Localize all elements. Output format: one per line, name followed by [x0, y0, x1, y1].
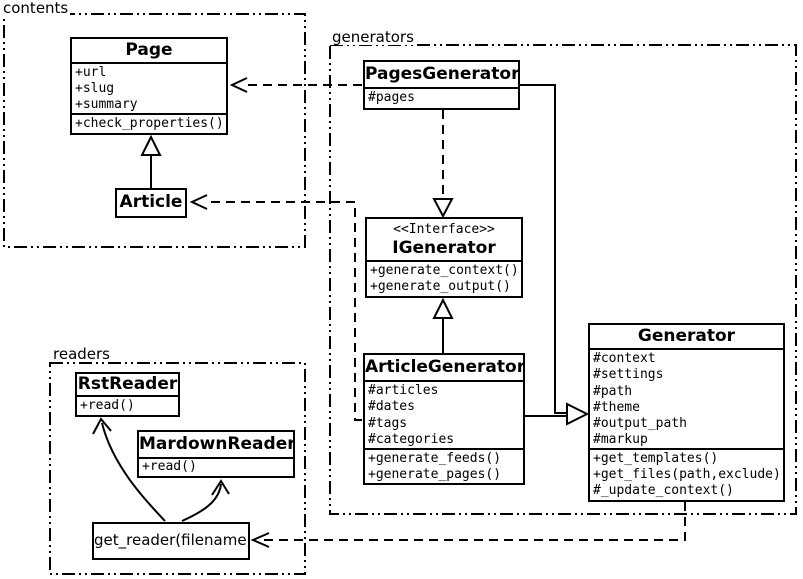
package-contents-border [3, 13, 306, 248]
function-get-reader: get_reader(filename) [92, 522, 250, 560]
package-label-readers: readers [51, 345, 112, 363]
attribute: #settings [593, 367, 664, 383]
attribute: +summary [75, 97, 138, 113]
class-article: Article [115, 188, 187, 218]
attribute: #pages [368, 90, 415, 105]
class-igenerator-name: IGenerator [392, 238, 496, 258]
class-rstreader-name: RstReader [77, 374, 178, 397]
class-articlegenerator-name: ArticleGenerator [365, 355, 523, 382]
class-generator-name: Generator [590, 325, 783, 350]
class-page: Page +url +slug +summary +check_properti… [70, 37, 228, 135]
class-igenerator-header: <<Interface>> IGenerator [367, 219, 521, 262]
edge-generators-extend-generator [520, 84, 590, 426]
class-page-methods: +check_properties() [72, 115, 226, 133]
class-articlegenerator: ArticleGenerator #articles #dates #tags … [363, 353, 525, 485]
class-pagesgenerator: PagesGenerator #pages [363, 60, 520, 110]
class-generator: Generator #context #settings #path #them… [588, 323, 785, 502]
edge-articlegenerator-extends-igenerator [432, 297, 454, 353]
attribute: #path [593, 383, 633, 399]
open-arrowhead [92, 417, 112, 435]
method: +generate_pages() [368, 466, 502, 482]
hollow-triangle-arrowhead [140, 134, 162, 156]
class-igenerator: <<Interface>> IGenerator +generate_conte… [365, 217, 523, 298]
attribute: #categories [368, 432, 455, 448]
method: +get_files(path,exclude) [593, 467, 781, 482]
edge-getreader-to-rstreader [92, 417, 166, 522]
attribute: +url [75, 65, 107, 80]
class-pagesgenerator-attributes: #pages [365, 89, 518, 108]
edge-pagesgenerator-realizes-igenerator [432, 110, 454, 219]
function-get-reader-label: get_reader(filename) [94, 531, 248, 549]
method: +generate_feeds() [368, 451, 502, 466]
class-mardownreader: MardownReader +read() [137, 430, 295, 478]
package-label-generators: generators [330, 28, 416, 46]
method: +read() [142, 459, 197, 474]
class-mardownreader-methods: +read() [139, 459, 293, 476]
class-rstreader: RstReader +read() [75, 372, 180, 417]
class-page-name: Page [72, 39, 226, 64]
method: +get_templates() [593, 451, 719, 466]
package-readers-border [49, 362, 306, 575]
edge-generator-depends-getreader [250, 502, 686, 548]
class-rstreader-methods: +read() [77, 397, 178, 415]
class-mardownreader-name: MardownReader [139, 432, 293, 459]
hollow-triangle-arrowhead [432, 198, 454, 219]
package-label-contents: contents [1, 0, 71, 17]
attribute: #articles [368, 383, 439, 398]
attribute: #output_path [593, 416, 687, 432]
class-igenerator-methods: +generate_context() +generate_output() [367, 262, 521, 296]
edge-article-extends-page [140, 134, 162, 188]
method: +check_properties() [75, 116, 224, 131]
open-arrowhead [229, 77, 248, 93]
class-igenerator-stereotype: <<Interface>> [393, 222, 495, 237]
class-article-name: Article [119, 192, 183, 212]
open-arrowhead [189, 194, 208, 210]
method: +generate_output() [370, 278, 511, 294]
class-generator-attributes: #context #settings #path #theme #output_… [590, 350, 783, 450]
package-generators-border [329, 44, 797, 515]
class-pagesgenerator-name: PagesGenerator [365, 62, 518, 89]
edge-getreader-to-mardownreader [181, 479, 230, 522]
hollow-triangle-arrowhead [432, 297, 454, 319]
attribute: #theme [593, 399, 640, 415]
method: #_update_context() [593, 483, 734, 498]
class-page-attributes: +url +slug +summary [72, 64, 226, 115]
edge-pagesgenerator-depends-page [229, 77, 362, 93]
edge-articlegenerator-depends-article [189, 194, 362, 421]
attribute: #tags [368, 415, 408, 431]
attribute: #dates [368, 399, 415, 415]
class-articlegenerator-attributes: #articles #dates #tags #categories [365, 382, 523, 450]
open-arrowhead [211, 479, 230, 496]
hollow-triangle-arrowhead [566, 402, 590, 426]
attribute: #context [593, 351, 656, 366]
attribute: #markup [593, 432, 648, 448]
method: +read() [80, 398, 135, 413]
class-articlegenerator-methods: +generate_feeds() +generate_pages() [365, 450, 523, 483]
method: +generate_context() [370, 263, 519, 278]
attribute: +slug [75, 81, 115, 97]
open-arrowhead [250, 532, 270, 548]
class-generator-methods: +get_templates() +get_files(path,exclude… [590, 450, 783, 500]
